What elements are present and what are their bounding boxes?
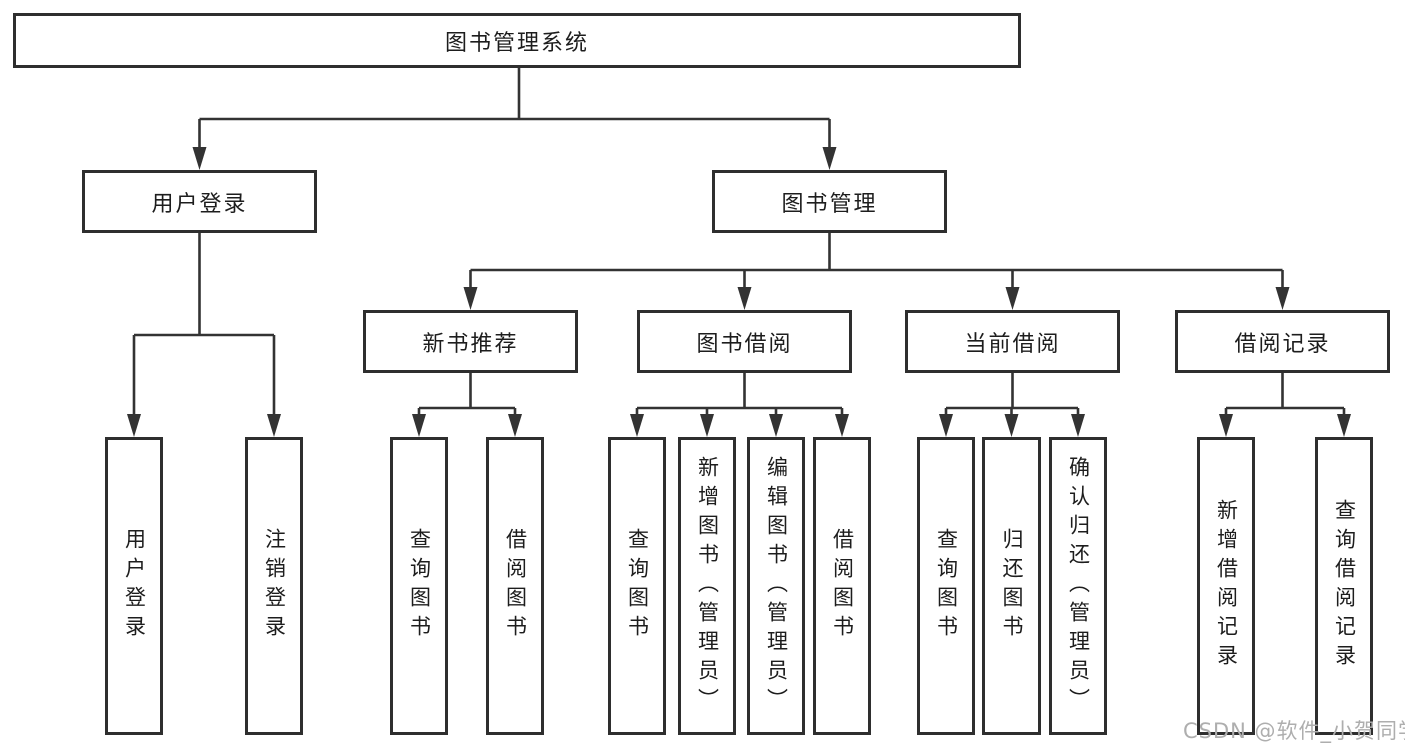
leaf-borrow-book-2: 借阅图书 xyxy=(813,437,871,735)
leaf-add-book-admin: 新增图书（管理员） xyxy=(678,437,736,735)
node-user-login: 用户登录 xyxy=(82,170,317,233)
leaf-confirm-return-admin: 确认归还（管理员） xyxy=(1049,437,1107,735)
node-book-management-label: 图书管理 xyxy=(781,191,878,217)
connector-borrowrecord-to-leaves xyxy=(1224,373,1346,416)
node-current-borrow: 当前借阅 xyxy=(905,310,1120,373)
leaf-return-book: 归还图书 xyxy=(982,437,1041,735)
connector-bookmgmt-to-level3 xyxy=(469,233,1284,289)
leaf-add-borrow-record: 新增借阅记录 xyxy=(1197,437,1255,735)
leaf-confirm-return-admin-label: 确认归还（管理员） xyxy=(1066,455,1091,717)
leaf-query-book-2: 查询图书 xyxy=(608,437,666,735)
connector-bookborrow-to-leaves xyxy=(635,373,844,416)
node-current-borrow-label: 当前借阅 xyxy=(964,331,1061,357)
leaf-add-book-admin-label: 新增图书（管理员） xyxy=(695,455,720,717)
connector-currentborrow-to-leaves xyxy=(944,373,1080,416)
leaf-logout: 注销登录 xyxy=(245,437,303,735)
leaf-borrow-book-1-label: 借阅图书 xyxy=(503,528,528,644)
leaf-user-login-label: 用户登录 xyxy=(122,528,147,644)
connector-userlogin-to-leaves xyxy=(132,233,276,416)
leaf-edit-book-admin: 编辑图书（管理员） xyxy=(747,437,805,735)
leaf-query-book-3: 查询图书 xyxy=(917,437,975,735)
node-root-label: 图书管理系统 xyxy=(444,30,589,56)
node-borrow-record-label: 借阅记录 xyxy=(1234,331,1331,357)
leaf-borrow-book-2-label: 借阅图书 xyxy=(830,528,855,644)
leaf-logout-label: 注销登录 xyxy=(262,528,287,644)
leaf-borrow-book-1: 借阅图书 xyxy=(486,437,544,735)
node-user-login-label: 用户登录 xyxy=(151,191,248,217)
node-root: 图书管理系统 xyxy=(13,13,1021,68)
node-new-book-recommend: 新书推荐 xyxy=(363,310,578,373)
leaf-query-book-2-label: 查询图书 xyxy=(625,528,650,644)
leaf-query-book-1: 查询图书 xyxy=(390,437,448,735)
node-new-book-recommend-label: 新书推荐 xyxy=(422,331,519,357)
node-book-borrow-label: 图书借阅 xyxy=(696,331,793,357)
leaf-query-book-1-label: 查询图书 xyxy=(407,528,432,644)
connector-root-to-level2 xyxy=(198,68,831,150)
watermark: CSDN @软件_小贺同学 xyxy=(1183,719,1405,743)
node-borrow-record: 借阅记录 xyxy=(1175,310,1390,373)
leaf-user-login: 用户登录 xyxy=(105,437,163,735)
leaf-query-book-3-label: 查询图书 xyxy=(934,528,959,644)
leaf-edit-book-admin-label: 编辑图书（管理员） xyxy=(764,455,789,717)
leaf-add-borrow-record-label: 新增借阅记录 xyxy=(1214,499,1239,673)
leaf-query-borrow-record: 查询借阅记录 xyxy=(1315,437,1373,735)
leaf-return-book-label: 归还图书 xyxy=(1000,528,1024,644)
leaf-query-borrow-record-label: 查询借阅记录 xyxy=(1332,499,1357,673)
node-book-management: 图书管理 xyxy=(712,170,947,233)
connector-newbookrec-to-leaves xyxy=(417,373,517,416)
arrowheads xyxy=(127,147,1351,437)
node-book-borrow: 图书借阅 xyxy=(637,310,852,373)
